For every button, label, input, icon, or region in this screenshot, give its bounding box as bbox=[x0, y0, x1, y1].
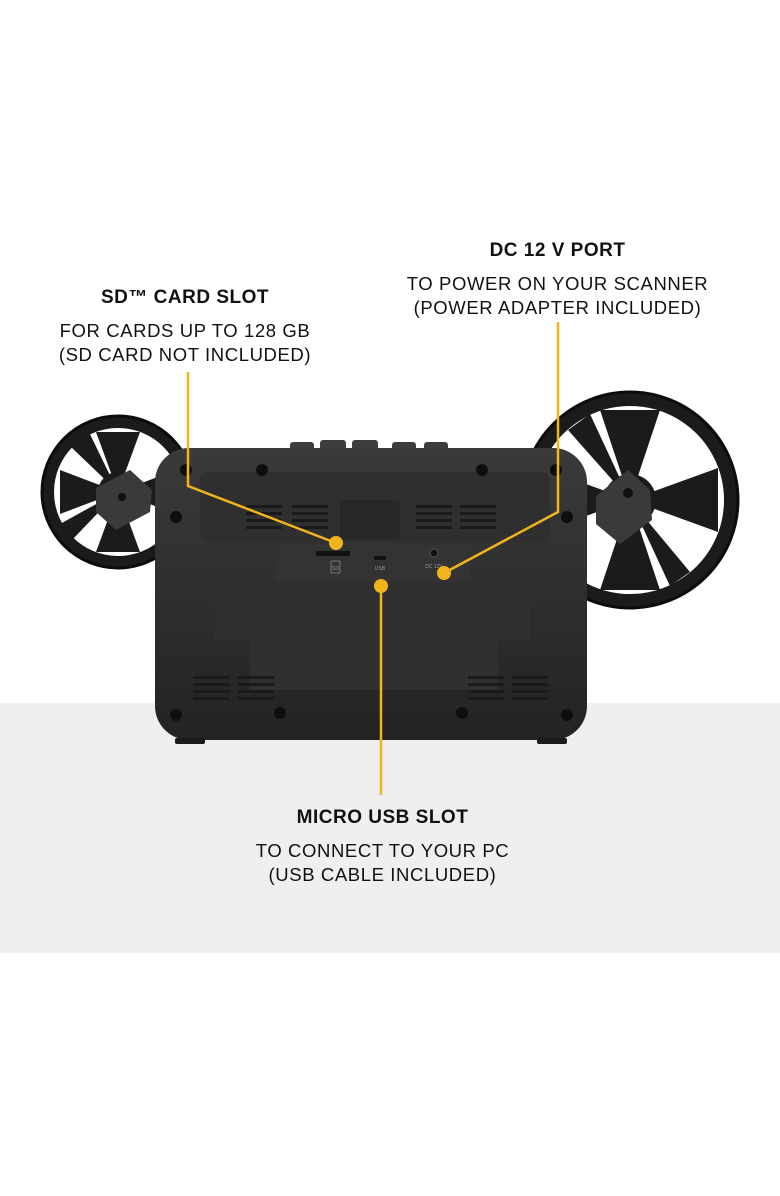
dc-callout-line-1: TO POWER ON YOUR SCANNER bbox=[406, 273, 709, 294]
callout-micro-usb-slot: MICRO USB SLOT TO CONNECT TO YOUR PC (US… bbox=[220, 807, 545, 887]
sd-card-slot: SD bbox=[316, 551, 350, 574]
vent-grilles bbox=[193, 505, 548, 700]
body-feet bbox=[175, 738, 567, 744]
dc-port-label: DC 12V bbox=[425, 564, 443, 570]
dc-callout-dot bbox=[437, 566, 451, 580]
usb-port-label: USB bbox=[375, 566, 386, 572]
usb-callout-line-1: TO CONNECT TO YOUR PC bbox=[255, 840, 510, 861]
sd-callout-title: SD™ CARD SLOT bbox=[101, 287, 269, 308]
callout-leader-lines bbox=[186, 322, 560, 795]
dc-leader-line bbox=[443, 322, 560, 575]
sd-callout-dot bbox=[329, 536, 343, 550]
dc-callout-line-2: (POWER ADAPTER INCLUDED) bbox=[413, 297, 702, 318]
callout-sd-card-slot: SD™ CARD SLOT FOR CARDS UP TO 128 GB (SD… bbox=[20, 287, 350, 367]
usb-callout-line-2: (USB CABLE INCLUDED) bbox=[268, 864, 497, 885]
sd-callout-line-2: (SD CARD NOT INCLUDED) bbox=[58, 344, 312, 365]
sd-leader-line bbox=[186, 372, 337, 545]
micro-usb-slot: USB bbox=[374, 556, 386, 572]
dc-power-port: DC 12V bbox=[425, 548, 443, 570]
scanner-body bbox=[155, 448, 587, 740]
sd-callout-line-1: FOR CARDS UP TO 128 GB bbox=[59, 320, 311, 341]
floor-background bbox=[0, 703, 780, 953]
usb-callout-title: MICRO USB SLOT bbox=[296, 807, 469, 828]
sd-port-label: SD bbox=[332, 566, 339, 572]
usb-callout-dot bbox=[374, 579, 388, 593]
callout-dots bbox=[329, 536, 451, 593]
callout-dc-port: DC 12 V PORT TO POWER ON YOUR SCANNER (P… bbox=[385, 240, 730, 320]
dc-callout-title: DC 12 V PORT bbox=[489, 240, 626, 261]
